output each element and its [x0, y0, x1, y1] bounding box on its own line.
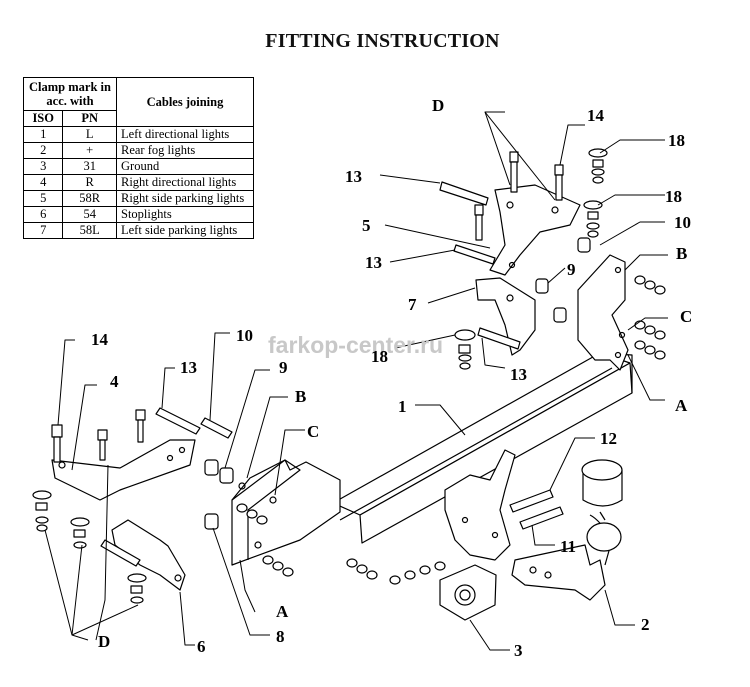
label-9-left: 9	[279, 358, 288, 377]
crossbar-part-1	[332, 352, 633, 544]
iso-cell: 4	[22, 174, 64, 191]
label-2: 2	[641, 615, 650, 634]
label-C-left: C	[307, 422, 319, 441]
label-18-b: 18	[665, 187, 682, 206]
label-1: 1	[398, 397, 407, 416]
bolts-left	[51, 407, 233, 567]
label-10-upper: 10	[674, 213, 691, 232]
label-14-upper: 14	[587, 106, 605, 125]
tow-ball-part-2	[511, 459, 623, 601]
label-8: 8	[276, 627, 285, 646]
table-row: 2+Rear fog lights	[22, 142, 254, 159]
label-14-left: 14	[91, 330, 109, 349]
page-title: FITTING INSTRUCTION	[265, 30, 500, 52]
spacers-9-10	[204, 237, 591, 530]
leader-lines	[44, 111, 668, 651]
bolts-vertical-top	[474, 151, 564, 241]
bolts-11-12	[509, 489, 564, 530]
cable-joining-table: Clamp mark in acc. with Cables joining I…	[22, 77, 254, 239]
label-6: 6	[197, 637, 206, 656]
label-10-left: 10	[236, 326, 253, 345]
cable-desc-cell: Right side parking lights	[116, 190, 254, 207]
label-12: 12	[600, 429, 617, 448]
label-13-b: 13	[365, 253, 382, 272]
washers-nuts-18	[454, 148, 608, 370]
label-3: 3	[514, 641, 523, 660]
bracket-part-7	[475, 277, 536, 356]
label-D-bottom: D	[98, 632, 110, 651]
label-A-left: A	[276, 602, 289, 621]
label-B-right: B	[676, 244, 687, 263]
label-13-d: 13	[180, 358, 197, 377]
label-A-right: A	[675, 396, 688, 415]
right-side-plate	[577, 254, 629, 371]
bracket-part-4	[51, 439, 196, 501]
label-13-c: 13	[510, 365, 527, 384]
nuts-right-abc	[634, 275, 666, 360]
tow-hook-bracket	[444, 449, 516, 561]
label-D-top: D	[432, 96, 444, 115]
watermark: farkop-center.ru	[268, 332, 443, 358]
table-header-row: Clamp mark in acc. with Cables joining	[23, 77, 254, 127]
pn-header: PN	[62, 110, 117, 127]
label-B-left: B	[295, 387, 306, 406]
washers-nuts-left	[32, 490, 147, 604]
part-labels: 1 2 3 4 5 6 7 8 9 9 10 10 11 12 13 13 13…	[91, 96, 692, 660]
left-side-bracket	[231, 459, 341, 566]
table-subheader-row: ISO PN	[22, 110, 254, 127]
socket-plate-part-3	[439, 564, 497, 621]
pn-cell: 58R	[62, 190, 117, 207]
label-18-c: 18	[371, 347, 388, 366]
label-7: 7	[408, 295, 417, 314]
cable-desc-cell: Left side parking lights	[116, 222, 254, 239]
clamp-mark-header: Clamp mark in acc. with	[23, 77, 117, 111]
label-13-a: 13	[345, 167, 362, 186]
nuts-left-bracket	[236, 503, 446, 585]
label-4: 4	[110, 372, 119, 391]
label-C-right: C	[680, 307, 692, 326]
label-9-upper: 9	[567, 260, 576, 279]
label-18-a: 18	[668, 131, 685, 150]
cable-desc-cell: Right directional lights	[116, 174, 254, 191]
iso-cell: 7	[22, 222, 64, 239]
cable-desc-cell: Rear fog lights	[116, 142, 254, 159]
bolt-13-upper	[439, 181, 521, 350]
label-11: 11	[560, 537, 576, 556]
label-5: 5	[362, 216, 371, 235]
bracket-part-5	[489, 184, 581, 276]
